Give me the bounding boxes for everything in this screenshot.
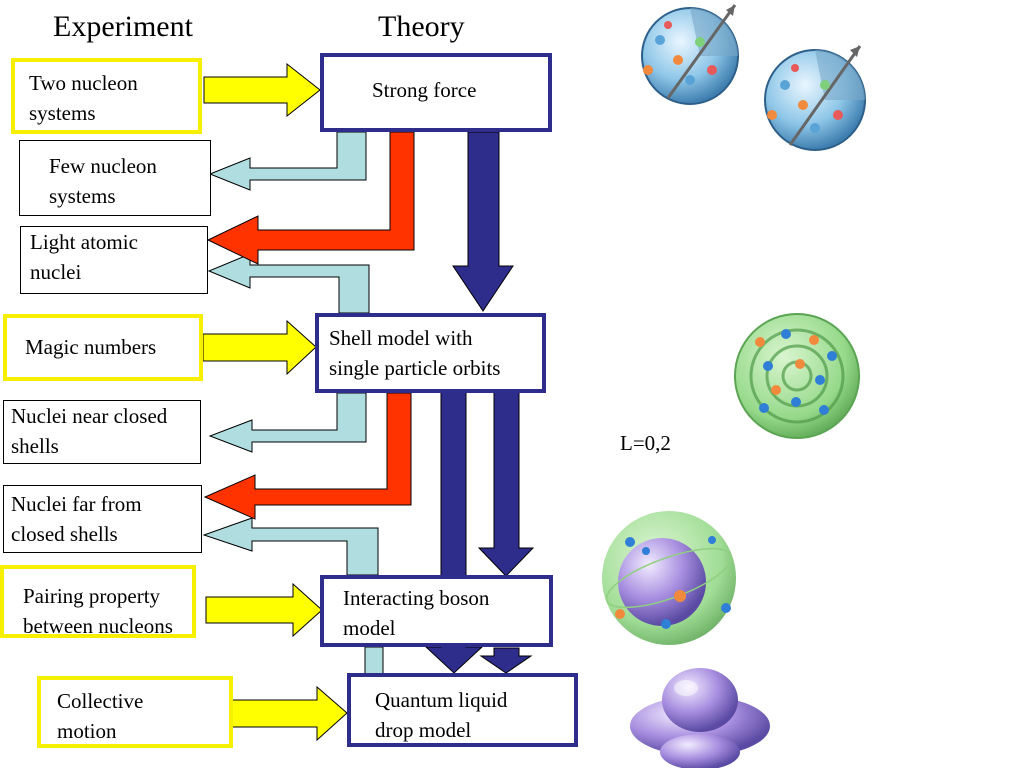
box-line: motion: [57, 719, 117, 743]
box-pairing-property: Pairing property between nucleons: [0, 565, 196, 638]
box-line: closed shells: [11, 522, 118, 546]
shell-model-illustration: [734, 313, 860, 439]
box-line: Interacting boson: [343, 586, 490, 610]
arrow-strong-force-to-shell-model: [452, 131, 514, 312]
interacting-boson-illustration: [602, 511, 736, 645]
box-line: Magic numbers: [25, 335, 157, 359]
box-nuclei-far-from-closed-shells: Nuclei far from closed shells: [3, 485, 202, 553]
box-line: drop model: [375, 718, 472, 742]
arrow-strong-force-to-light-nuclei: [206, 131, 415, 265]
box-quantum-liquid-drop-model: Quantum liquid drop model: [347, 673, 578, 747]
theory-heading: Theory: [378, 10, 465, 43]
box-light-atomic-nuclei: Light atomic nuclei: [20, 226, 208, 294]
arrow-pairing-to-ibm: [205, 582, 323, 638]
box-strong-force: Strong force: [320, 53, 552, 132]
box-line: nuclei: [30, 260, 82, 284]
arrow-ibm-to-liquid-drop: [479, 647, 533, 674]
arrow-ibm-to-far-closed: [202, 517, 379, 576]
box-line: systems: [49, 184, 116, 208]
box-interacting-boson-model: Interacting boson model: [320, 575, 553, 647]
box-line: Shell model with: [329, 326, 473, 350]
box-shell-model: Shell model with single particle orbits: [315, 313, 546, 393]
arrow-shell-model-to-ibm: [477, 390, 535, 577]
box-two-nucleon-systems: Two nucleon systems: [11, 58, 202, 134]
annotation-l-values: L=0,2: [620, 431, 671, 455]
box-line: Light atomic: [30, 230, 138, 254]
box-line: Strong force: [372, 78, 477, 102]
liquid-drop-illustration: [630, 668, 770, 768]
box-line: systems: [29, 101, 96, 125]
box-line: shells: [11, 434, 59, 458]
nucleon-illustration-1: [641, 4, 739, 105]
box-few-nucleon-systems: Few nucleon systems: [19, 140, 211, 216]
box-nuclei-near-closed-shells: Nuclei near closed shells: [3, 400, 201, 464]
box-line: Collective: [57, 689, 144, 713]
box-line: between nucleons: [23, 614, 173, 638]
arrow-shell-model-to-near-closed: [208, 392, 367, 453]
nucleon-illustration-2: [764, 45, 866, 151]
box-line: model: [343, 616, 396, 640]
box-line: Two nucleon: [29, 71, 138, 95]
arrow-strong-force-to-few-nucleon: [208, 131, 367, 191]
box-line: single particle orbits: [329, 356, 501, 380]
box-line: Nuclei far from: [11, 492, 142, 516]
arrow-shell-model-to-liquid-drop: [424, 390, 484, 674]
arrow-magic-numbers-to-shell-model: [202, 319, 317, 376]
arrow-shell-model-to-light-nuclei: [207, 253, 370, 314]
box-line: Quantum liquid: [375, 688, 508, 712]
box-magic-numbers: Magic numbers: [3, 314, 203, 381]
experiment-heading: Experiment: [53, 10, 193, 43]
box-collective-motion: Collective motion: [37, 676, 233, 748]
arrow-collective-to-liquid-drop: [231, 685, 348, 742]
box-line: Few nucleon: [49, 154, 157, 178]
box-line: Pairing property: [23, 584, 161, 608]
arrow-two-nucleon-to-strong-force: [203, 62, 321, 118]
arrow-shell-model-to-far-closed: [203, 392, 412, 520]
box-line: Nuclei near closed: [11, 404, 168, 428]
